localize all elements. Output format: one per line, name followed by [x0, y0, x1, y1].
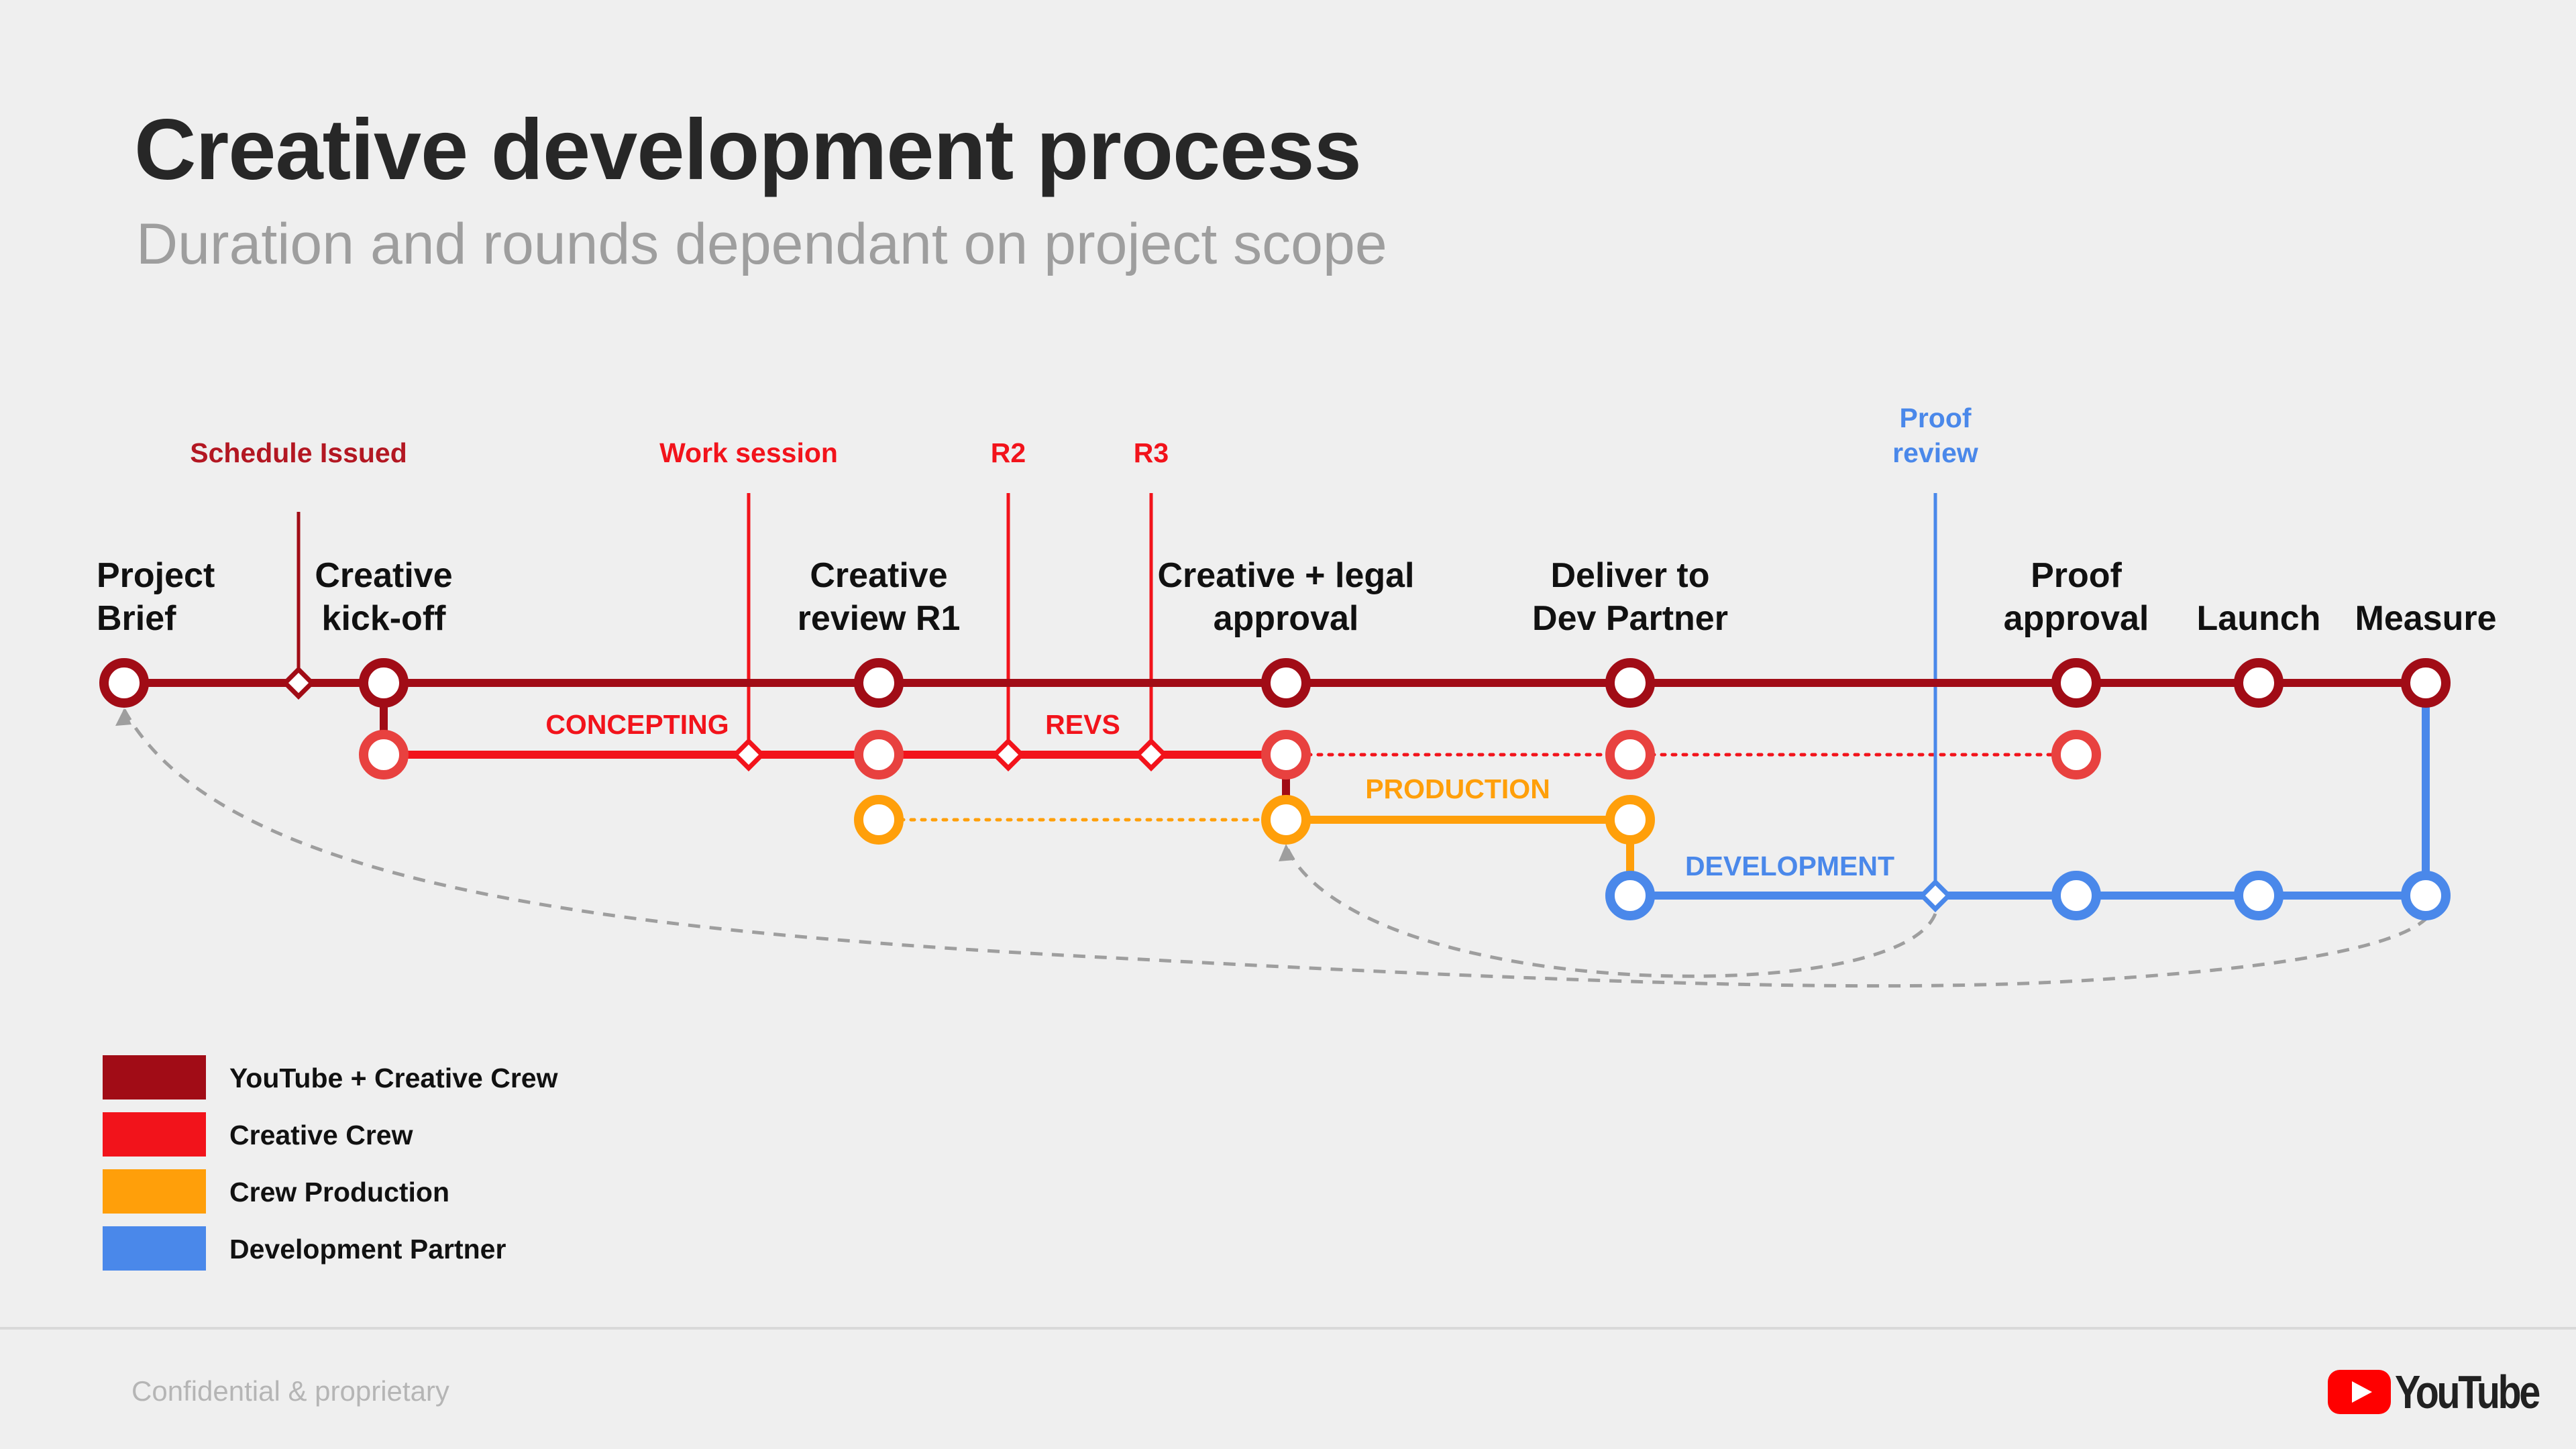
milestone-label-creative-legal-approval: Creative + legal: [1158, 556, 1415, 595]
callout-label-r3: R3: [1134, 437, 1169, 468]
return-arrow-brief-icon: [115, 708, 131, 726]
page-subtitle: Duration and rounds dependant on project…: [136, 212, 1387, 276]
milestone-label-creative-review-r1: review R1: [798, 599, 961, 638]
proof-approval-creative-node: [2051, 730, 2101, 780]
legend-label: YouTube + Creative Crew: [229, 1063, 558, 1093]
legend-swatch: [103, 1169, 206, 1214]
milestone-label-launch: Launch: [2197, 599, 2321, 638]
proof-review-diamond-icon: [1919, 879, 1952, 912]
confidential-note: Confidential & proprietary: [131, 1375, 449, 1407]
proof-approval-node: [2051, 658, 2101, 708]
legend-label: Crew Production: [229, 1177, 449, 1208]
legend-swatch: [103, 1112, 206, 1157]
deliver-to-dev-partner-node: [1605, 658, 1655, 708]
creative-kickoff-node: [359, 658, 409, 708]
milestone-label-project-brief: Project: [97, 556, 215, 595]
callout-label-proof-review: Proof: [1899, 402, 1971, 433]
phase-label-concepting: CONCEPTING: [545, 709, 729, 740]
legend-label: Creative Crew: [229, 1120, 413, 1150]
callout-label-schedule-issued: Schedule Issued: [190, 437, 407, 468]
milestone-label-project-brief: Brief: [97, 599, 176, 638]
milestone-label-creative-kickoff: kick-off: [322, 599, 447, 638]
launch-node: [2234, 658, 2284, 708]
creative-review-r1-node: [854, 658, 904, 708]
work-session-diamond-icon: [732, 738, 765, 771]
milestone-label-deliver-to-dev-partner: Deliver to: [1551, 556, 1710, 595]
footer-divider: [0, 1327, 2576, 1330]
creative-kickoff-creative-node: [359, 730, 409, 780]
deliver-to-dev-partner-creative-node: [1605, 730, 1655, 780]
milestone-label-creative-kickoff: Creative: [315, 556, 452, 595]
youtube-wordmark: YouTube: [2395, 1366, 2540, 1418]
milestone-label-proof-approval: Proof: [2031, 556, 2122, 595]
youtube-play-icon: [2328, 1370, 2391, 1414]
legend-swatch: [103, 1226, 206, 1271]
phase-label-production: PRODUCTION: [1365, 773, 1550, 804]
development-node: [1605, 871, 1655, 920]
production-node: [1261, 795, 1311, 845]
milestone-label-proof-approval: approval: [2004, 599, 2149, 638]
callout-label-work-session: Work session: [659, 437, 838, 468]
milestone-label-measure: Measure: [2355, 599, 2497, 638]
legend-swatch: [103, 1055, 206, 1099]
creative-legal-approval-node: [1261, 658, 1311, 708]
production-node: [1605, 795, 1655, 845]
creative-review-r1-creative-node: [854, 730, 904, 780]
project-brief-node: [99, 658, 149, 708]
measure-node: [2401, 658, 2451, 708]
milestone-label-creative-legal-approval: approval: [1214, 599, 1359, 638]
youtube-logo: YouTube: [2328, 1365, 2570, 1419]
return-path-to-brief: [122, 708, 2427, 988]
r2-diamond-icon: [991, 738, 1025, 771]
callout-label-proof-review: review: [1892, 437, 1978, 468]
return-path-to-legal-approval: [1284, 845, 1937, 978]
page-title: Creative development process: [134, 102, 1362, 198]
production-node: [854, 795, 904, 845]
milestone-label-creative-review-r1: Creative: [810, 556, 947, 595]
development-node: [2401, 871, 2451, 920]
callout-label-r2: R2: [991, 437, 1026, 468]
r3-diamond-icon: [1134, 738, 1168, 771]
phase-label-development: DEVELOPMENT: [1685, 851, 1894, 881]
legend-label: Development Partner: [229, 1234, 506, 1265]
development-node: [2051, 871, 2101, 920]
milestone-label-deliver-to-dev-partner: Dev Partner: [1532, 599, 1728, 638]
creative-legal-approval-creative-node: [1261, 730, 1311, 780]
phase-label-revs: REVS: [1045, 709, 1120, 740]
return-arrow-approval-icon: [1279, 844, 1295, 861]
schedule-issued-diamond-icon: [282, 666, 315, 700]
development-node: [2234, 871, 2284, 920]
